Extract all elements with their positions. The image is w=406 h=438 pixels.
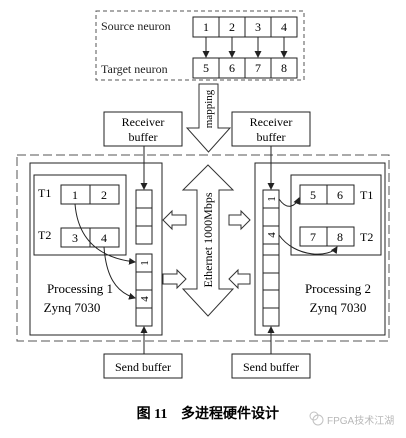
source-cell-2: 2 bbox=[229, 20, 235, 34]
receiver-buffer-right bbox=[231, 111, 311, 147]
queue-to-t1-arrow bbox=[278, 197, 300, 207]
task-cell: 8 bbox=[337, 230, 343, 244]
task-label-t2-right: T2 bbox=[360, 230, 373, 244]
watermark: FPGA技术江湖 bbox=[309, 411, 394, 427]
task-panel-left bbox=[33, 174, 127, 256]
processing-2-title: Processing 2 bbox=[305, 281, 371, 296]
task-label-t1-right: T1 bbox=[360, 188, 373, 202]
receiver-buffer-left bbox=[103, 111, 183, 147]
hollow-arrow-left-upper bbox=[162, 209, 187, 231]
mapping-label: mapping bbox=[203, 89, 215, 128]
processing-1-chip: Zynq 7030 bbox=[44, 300, 101, 315]
ethernet-double-arrow bbox=[181, 164, 235, 317]
watermark-text: FPGA技术江湖 bbox=[327, 414, 394, 427]
ethernet-label: Ethernet 1000Mbps bbox=[201, 192, 215, 287]
source-neuron-label: Source neuron bbox=[101, 19, 171, 33]
task-panel-right bbox=[290, 174, 382, 256]
processing-node-left bbox=[29, 162, 163, 336]
task-label-t1-left: T1 bbox=[38, 186, 51, 200]
mapping-arrows bbox=[202, 37, 288, 58]
task-cell: 5 bbox=[310, 188, 316, 202]
receiver-buffer-left-line2: buffer bbox=[128, 130, 157, 144]
mapping-down-arrow bbox=[185, 83, 232, 153]
target-neuron-label: Target neuron bbox=[101, 62, 168, 76]
send-buffer-left bbox=[103, 353, 183, 379]
target-cell-6: 6 bbox=[229, 61, 235, 75]
target-cell-8: 8 bbox=[281, 61, 287, 75]
wechat-icon-bubble bbox=[309, 411, 319, 421]
send-buffer-right-label: Send buffer bbox=[243, 360, 299, 374]
hollow-arrow-right-upper bbox=[228, 209, 251, 231]
receiver-buffer-right-line1: Receiver bbox=[250, 115, 293, 129]
caption-figure-number: 图 11 bbox=[137, 406, 168, 422]
mapping-panel bbox=[95, 10, 305, 81]
task-cell: 7 bbox=[310, 230, 316, 244]
source-cells: 1 2 3 4 bbox=[192, 16, 298, 38]
processing-2-chip: Zynq 7030 bbox=[310, 300, 367, 315]
caption-title: 多进程硬件设计 bbox=[181, 405, 279, 421]
target-cells: 5 6 7 8 bbox=[192, 57, 298, 79]
task-cell: 2 bbox=[101, 188, 107, 202]
queue-to-t2-arrow bbox=[278, 234, 338, 255]
t2-to-send-queue-arrow bbox=[103, 246, 136, 300]
receive-queue-cell-1-right: 1 bbox=[266, 196, 278, 202]
task-cell: 1 bbox=[72, 188, 78, 202]
source-cell-1: 1 bbox=[203, 20, 209, 34]
t1-to-send-queue-arrow bbox=[74, 203, 136, 265]
send-buffer-left-label: Send buffer bbox=[115, 360, 171, 374]
send-queue-cell-1-left: 1 bbox=[139, 260, 151, 266]
processing-node-right bbox=[254, 162, 386, 336]
hollow-arrow-right-lower bbox=[162, 268, 187, 290]
receive-queue-left bbox=[135, 189, 153, 245]
receiver-buffer-left-line1: Receiver bbox=[122, 115, 165, 129]
send-queue-cell-4-left: 4 bbox=[139, 296, 151, 302]
hollow-arrow-left-lower bbox=[228, 268, 251, 290]
source-cell-4: 4 bbox=[281, 20, 287, 34]
receiver-buffer-right-line2: buffer bbox=[256, 130, 285, 144]
task-cell: 4 bbox=[101, 231, 107, 245]
task-label-t2-left: T2 bbox=[38, 228, 51, 242]
task-cell: 3 bbox=[72, 231, 78, 245]
target-cell-5: 5 bbox=[203, 61, 209, 75]
send-buffer-right bbox=[231, 353, 311, 379]
processing-1-title: Processing 1 bbox=[47, 281, 113, 296]
system-boundary bbox=[16, 154, 390, 342]
receive-queue-cell-4-right: 4 bbox=[266, 232, 278, 238]
task-cell: 6 bbox=[337, 188, 343, 202]
target-cell-7: 7 bbox=[255, 61, 261, 75]
source-cell-3: 3 bbox=[255, 20, 261, 34]
